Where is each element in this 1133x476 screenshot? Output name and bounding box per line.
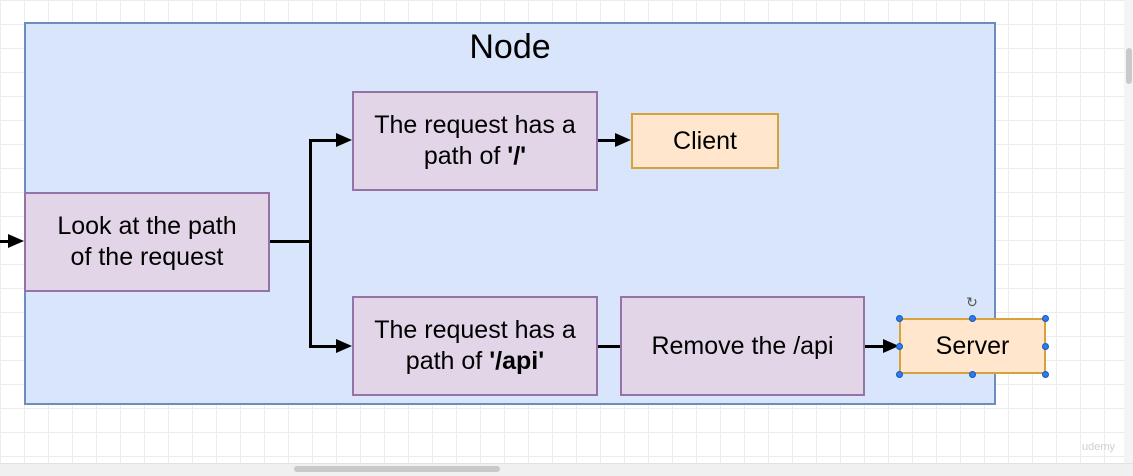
container-title: Node (469, 28, 551, 66)
node-client[interactable]: Client (631, 113, 779, 169)
resize-handle-w[interactable] (896, 343, 903, 350)
resize-handle-e[interactable] (1042, 343, 1049, 350)
node-path-api-line1: The request has a (374, 316, 576, 344)
node-path-root-line2: path of '/' (374, 141, 576, 172)
resize-handle-n[interactable] (969, 315, 976, 322)
node-path-api[interactable]: The request has a path of '/api' (352, 296, 598, 396)
node-path-root-prefix: path of (423, 142, 508, 170)
resize-handle-s[interactable] (969, 371, 976, 378)
vertical-scrollbar[interactable] (1124, 0, 1133, 463)
resize-handle-ne[interactable] (1042, 315, 1049, 322)
node-server-label: Server (935, 331, 1010, 360)
resize-handle-nw[interactable] (896, 315, 903, 322)
node-remove-api-label: Remove the /api (651, 331, 834, 360)
node-look-at-path-line2: of the request (70, 243, 224, 271)
node-path-root-line1: The request has a (374, 111, 576, 139)
node-path-api-line2: path of '/api' (374, 346, 576, 377)
node-remove-api[interactable]: Remove the /api (620, 296, 865, 396)
node-client-label: Client (673, 126, 737, 155)
arrowhead-path-root (336, 133, 352, 147)
node-path-root-path: '/' (507, 142, 527, 170)
horizontal-scrollbar[interactable] (0, 463, 1133, 476)
arrowhead-path-api (336, 339, 352, 353)
horizontal-scroll-thumb[interactable] (294, 466, 500, 472)
udemy-watermark: udemy (1082, 441, 1116, 453)
arrowhead-server (883, 339, 899, 353)
node-path-root[interactable]: The request has a path of '/' (352, 91, 598, 191)
node-path-api-prefix: path of (405, 347, 490, 375)
resize-handle-sw[interactable] (896, 371, 903, 378)
node-look-at-path-line1: Look at the path (57, 212, 237, 240)
arrowhead-incoming (8, 234, 24, 248)
vertical-scroll-thumb[interactable] (1126, 48, 1132, 84)
node-path-api-path: '/api' (489, 347, 545, 375)
node-server[interactable]: Server (899, 318, 1046, 374)
rotate-icon[interactable]: ↻ (966, 294, 978, 310)
arrowhead-client (615, 133, 631, 147)
node-look-at-path[interactable]: Look at the path of the request (24, 192, 270, 292)
resize-handle-se[interactable] (1042, 371, 1049, 378)
